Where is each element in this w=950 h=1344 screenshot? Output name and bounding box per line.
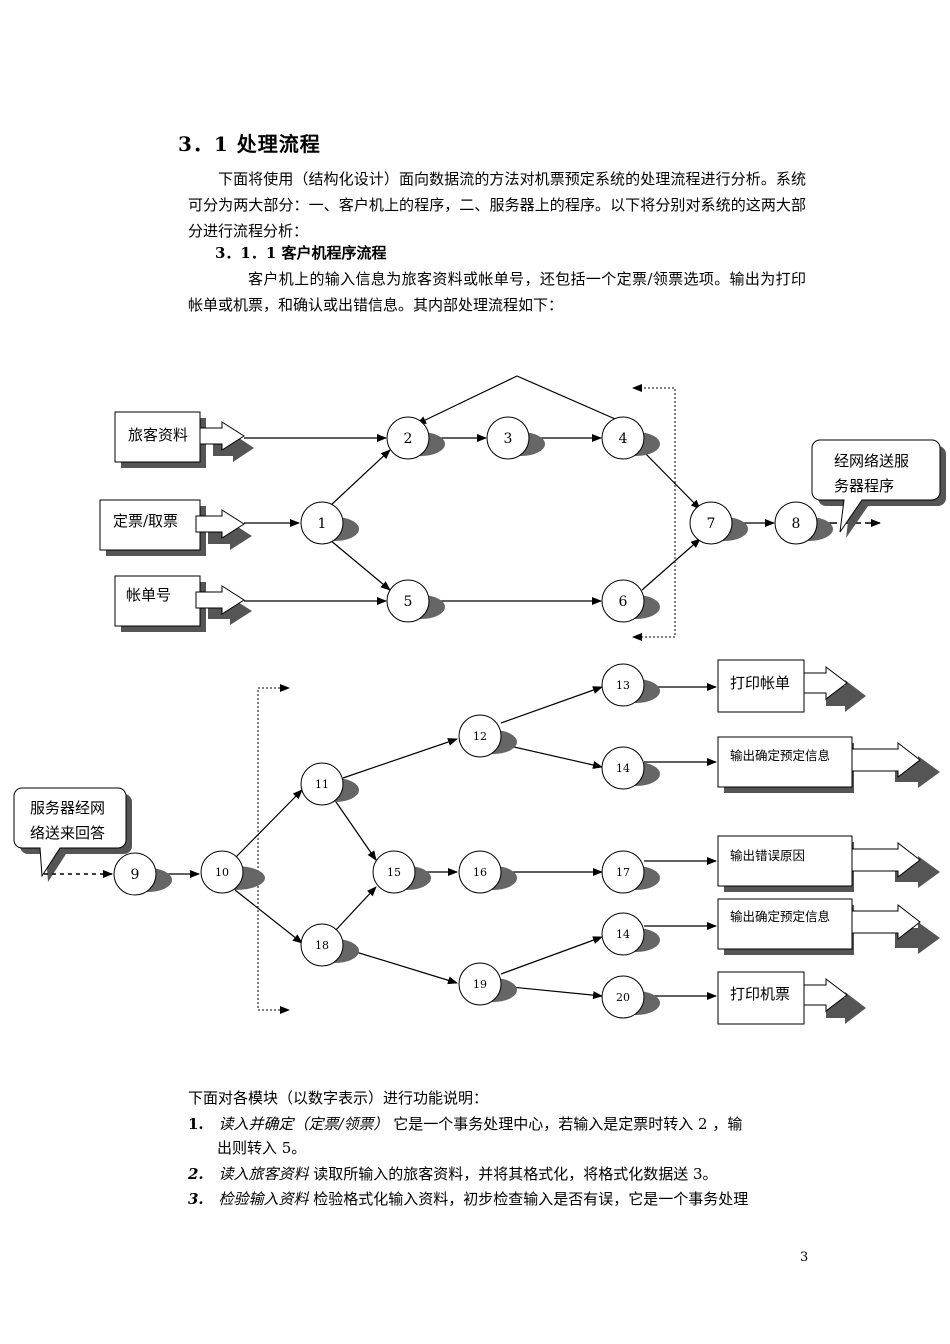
- svg-text:17: 17: [616, 866, 630, 879]
- svg-text:14: 14: [616, 928, 630, 941]
- svg-text:3: 3: [504, 431, 513, 447]
- svg-text:输出错误原因: 输出错误原因: [730, 848, 805, 863]
- node-13: 13: [601, 663, 660, 707]
- output-box-print-ticket: 打印机票: [717, 971, 866, 1025]
- node-4: 4: [601, 416, 660, 460]
- svg-text:5: 5: [404, 594, 413, 610]
- svg-text:6: 6: [619, 594, 628, 610]
- svg-text:10: 10: [215, 866, 229, 879]
- svg-text:19: 19: [473, 978, 487, 991]
- svg-text:4: 4: [619, 431, 628, 447]
- node-2: 2: [386, 416, 445, 460]
- callout-from-server: 服务器经网 络送来回答: [13, 787, 132, 882]
- node-8: 8: [774, 501, 833, 545]
- svg-text:15: 15: [387, 866, 401, 879]
- svg-text:9: 9: [131, 867, 140, 883]
- svg-text:11: 11: [315, 778, 329, 791]
- input-box-bill-number: 帐单号: [114, 575, 252, 632]
- svg-text:2: 2: [404, 431, 413, 447]
- desc-item-3: 3. 检验输入资料 检验格式化输入资料，初步检查输入是否有误，它是一个事务处理: [188, 1190, 749, 1208]
- intro-paragraph: 下面将使用（结构化设计）面向数据流的方法对机票预定系统的处理流程进行分析。系统可…: [188, 170, 806, 240]
- output-box-confirm-2: 输出确定预定信息: [717, 898, 940, 955]
- svg-text:12: 12: [473, 730, 487, 743]
- node-14-b: 14: [601, 912, 660, 956]
- node-10: 10: [200, 850, 265, 894]
- svg-text:13: 13: [616, 679, 630, 692]
- node-17: 17: [601, 850, 660, 894]
- svg-text:输出确定预定信息: 输出确定预定信息: [730, 909, 830, 924]
- node-9: 9: [113, 852, 172, 896]
- desc-intro: 下面对各模块（以数字表示）进行功能说明：: [188, 1089, 489, 1107]
- svg-text:经网络送服: 经网络送服: [834, 452, 909, 470]
- desc-item-2: 2. 读入旅客资料 读取所输入的旅客资料，并将其格式化，将格式化数据送 3。: [188, 1165, 718, 1183]
- svg-text:14: 14: [616, 762, 630, 775]
- desc-item-1-cont: 出则转入 5。: [217, 1139, 307, 1157]
- node-19: 19: [458, 962, 517, 1006]
- svg-text:18: 18: [315, 939, 329, 952]
- svg-text:8: 8: [792, 516, 801, 532]
- node-15: 15: [372, 850, 431, 894]
- node-20: 20: [601, 975, 660, 1019]
- svg-text:7: 7: [707, 516, 716, 532]
- node-12: 12: [458, 714, 517, 758]
- flow-diagram: 旅客资料 定票/取票 帐单号 经网络送服: [13, 375, 946, 1025]
- node-16: 16: [458, 850, 517, 894]
- node-7: 7: [689, 501, 748, 545]
- subsection-title: 3．1．1 客户机程序流程: [215, 244, 387, 262]
- desc-item-1: 1. 读入并确定（定票/领票） 它是一个事务处理中心，若输入是定票时转入 2 ，…: [188, 1115, 743, 1133]
- node-1: 1: [300, 501, 359, 545]
- output-box-error: 输出错误原因: [717, 835, 940, 892]
- input-box-passenger: 旅客资料: [114, 411, 254, 468]
- svg-text:打印机票: 打印机票: [730, 985, 790, 1003]
- svg-text:16: 16: [473, 866, 487, 879]
- svg-text:20: 20: [616, 991, 630, 1004]
- svg-text:输出确定预定信息: 输出确定预定信息: [730, 748, 830, 763]
- svg-text:服务器经网: 服务器经网: [30, 799, 105, 817]
- input-label: 定票/取票: [113, 512, 178, 530]
- node-6: 6: [601, 579, 660, 623]
- node-18: 18: [300, 923, 359, 967]
- svg-text:务器程序: 务器程序: [834, 477, 894, 495]
- svg-text:打印帐单: 打印帐单: [730, 674, 790, 692]
- output-box-print-bill: 打印帐单: [717, 659, 866, 713]
- svg-text:1: 1: [318, 516, 327, 532]
- sub-intro-paragraph: 客户机上的输入信息为旅客资料或帐单号，还包括一个定票/领票选项。输出为打印帐单或…: [188, 270, 806, 314]
- callout-to-server: 经网络送服 务器程序: [811, 439, 946, 538]
- input-label: 旅客资料: [128, 426, 188, 444]
- node-14-a: 14: [601, 746, 660, 790]
- output-box-confirm-1: 输出确定预定信息: [717, 736, 940, 793]
- node-3: 3: [486, 416, 545, 460]
- node-11: 11: [300, 762, 359, 806]
- input-box-ticket-option: 定票/取票: [99, 499, 252, 556]
- page-number: 3: [800, 1250, 809, 1265]
- node-5: 5: [386, 579, 445, 623]
- svg-text:络送来回答: 络送来回答: [30, 824, 105, 842]
- input-label: 帐单号: [126, 586, 171, 604]
- section-title: 3．1 处理流程: [178, 132, 321, 156]
